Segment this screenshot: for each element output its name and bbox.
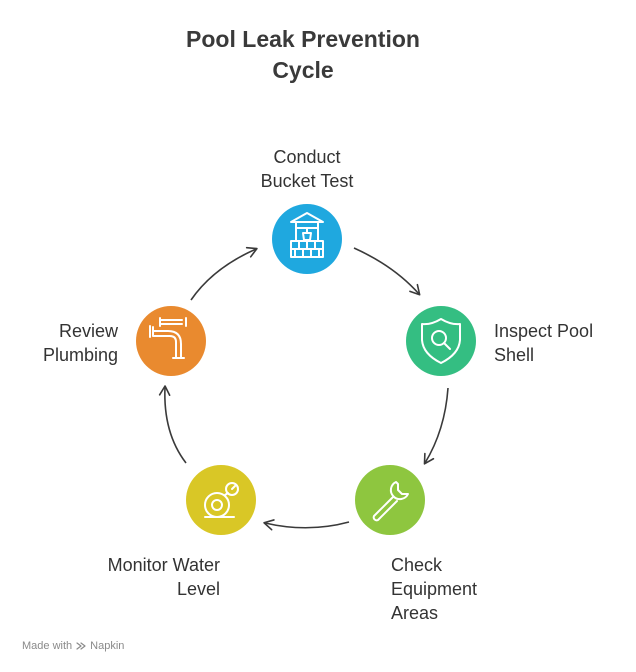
- label-line: Monitor Water: [107, 555, 220, 575]
- label-line: Shell: [494, 345, 535, 365]
- napkin-logo-icon: [76, 642, 86, 650]
- arrow-equipment-to-monitor: [263, 519, 350, 531]
- label-conduct-bucket-test: Conduct Bucket Test: [207, 145, 407, 193]
- title-line-2: Cycle: [272, 57, 334, 83]
- arrow-monitor-to-plumbing: [158, 385, 187, 464]
- napkin-brand-text: Napkin: [90, 640, 125, 652]
- label-line: Bucket Test: [260, 171, 354, 191]
- water-meter-icon: [204, 482, 239, 518]
- diagram-title: Pool Leak Prevention Cycle: [0, 24, 606, 86]
- title-line-1: Pool Leak Prevention: [186, 26, 420, 52]
- node-inspect-pool-shell: [406, 306, 476, 376]
- label-line: Conduct: [273, 147, 341, 167]
- node-circle: [136, 306, 206, 376]
- label-line: Level: [176, 579, 220, 599]
- arrow-plumbing-to-bucket: [190, 246, 258, 301]
- node-conduct-bucket-test: [272, 204, 342, 274]
- node-check-equipment-areas: [355, 465, 425, 535]
- pipes-icon: [149, 317, 187, 359]
- label-monitor-water-level: Monitor Water Level: [70, 553, 220, 601]
- shield-search-icon: [421, 318, 461, 364]
- water-well-icon: [290, 212, 324, 258]
- node-circle: [406, 306, 476, 376]
- made-with-text: Made with: [22, 640, 73, 652]
- label-line: Review: [58, 321, 118, 341]
- label-inspect-pool-shell: Inspect Pool Shell: [494, 319, 624, 367]
- arrow-shell-to-equipment: [423, 387, 449, 465]
- node-monitor-water-level: [186, 465, 256, 535]
- label-line: Check: [391, 555, 443, 575]
- label-line: Inspect Pool: [494, 321, 594, 341]
- node-review-plumbing: [136, 306, 206, 376]
- footer-attribution: Made with Napkin: [22, 640, 124, 652]
- label-check-equipment-areas: Check Equipment Areas: [391, 553, 521, 625]
- label-line: Equipment: [391, 579, 478, 599]
- node-circle: [186, 465, 256, 535]
- label-line: Areas: [391, 603, 439, 623]
- arrow-bucket-to-shell: [353, 247, 421, 296]
- wrench-icon: [372, 481, 409, 522]
- label-review-plumbing: Review Plumbing: [10, 319, 118, 367]
- label-line: Plumbing: [42, 345, 118, 365]
